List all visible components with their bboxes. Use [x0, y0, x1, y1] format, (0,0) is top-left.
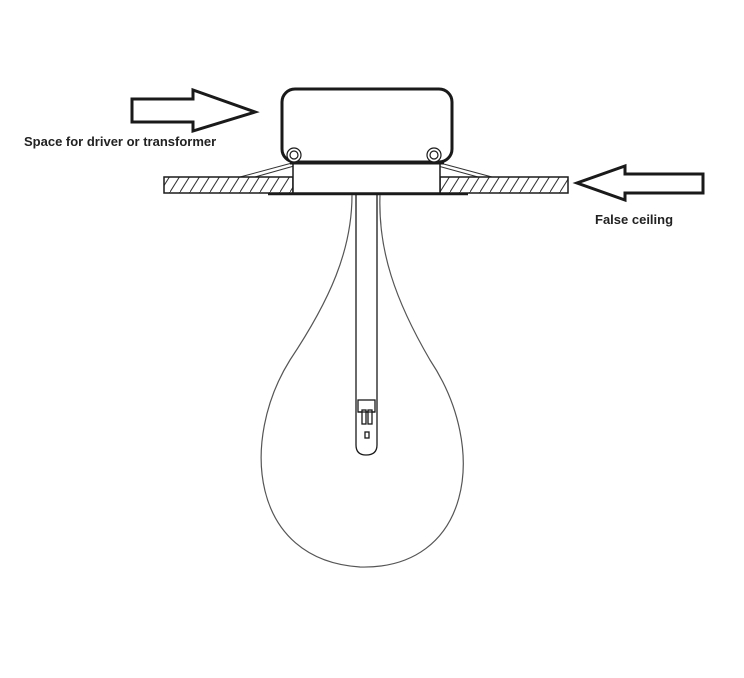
- support-wires: [239, 162, 493, 178]
- false-ceiling: [163, 176, 569, 194]
- glass-shade: [260, 194, 464, 568]
- screw-icon: [286, 147, 442, 163]
- driver-box: [280, 87, 454, 164]
- canopy-base: [292, 162, 441, 194]
- arrow-left-icon: [572, 163, 705, 203]
- rod: [355, 195, 378, 456]
- driver-space-label: Space for driver or transformer: [24, 134, 217, 149]
- bulb-socket-icon: [357, 399, 376, 439]
- arrow-right-icon: [130, 87, 260, 134]
- false-ceiling-label: False ceiling: [595, 212, 674, 227]
